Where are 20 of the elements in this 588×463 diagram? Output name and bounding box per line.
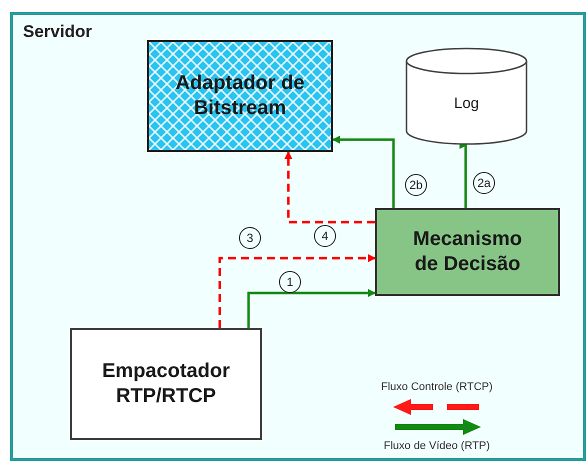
edge-label: 4 xyxy=(314,225,336,247)
edge-label: 1 xyxy=(279,271,301,293)
cylinder-label: Log xyxy=(454,94,480,114)
legend-label: Fluxo de Vídeo (RTP) xyxy=(384,438,490,454)
server-frame xyxy=(10,12,586,461)
process-box xyxy=(375,208,560,296)
edge-label: 2b xyxy=(405,174,427,196)
edge-label: 2a xyxy=(473,172,495,194)
frame-title: Servidor xyxy=(23,22,92,41)
box-label: Empacotador RTP/RTCP xyxy=(101,359,231,409)
legend-label: Fluxo Controle (RTCP) xyxy=(381,380,493,395)
arrow xyxy=(247,289,376,328)
arrow xyxy=(218,254,376,328)
arrow xyxy=(332,136,395,208)
process-box xyxy=(70,328,262,440)
box-label: Mecanismo de Decisão xyxy=(412,227,523,277)
hatched-box xyxy=(147,40,333,152)
edge-label: 3 xyxy=(239,227,261,249)
database-cylinder xyxy=(405,47,528,145)
arrow xyxy=(284,151,375,224)
